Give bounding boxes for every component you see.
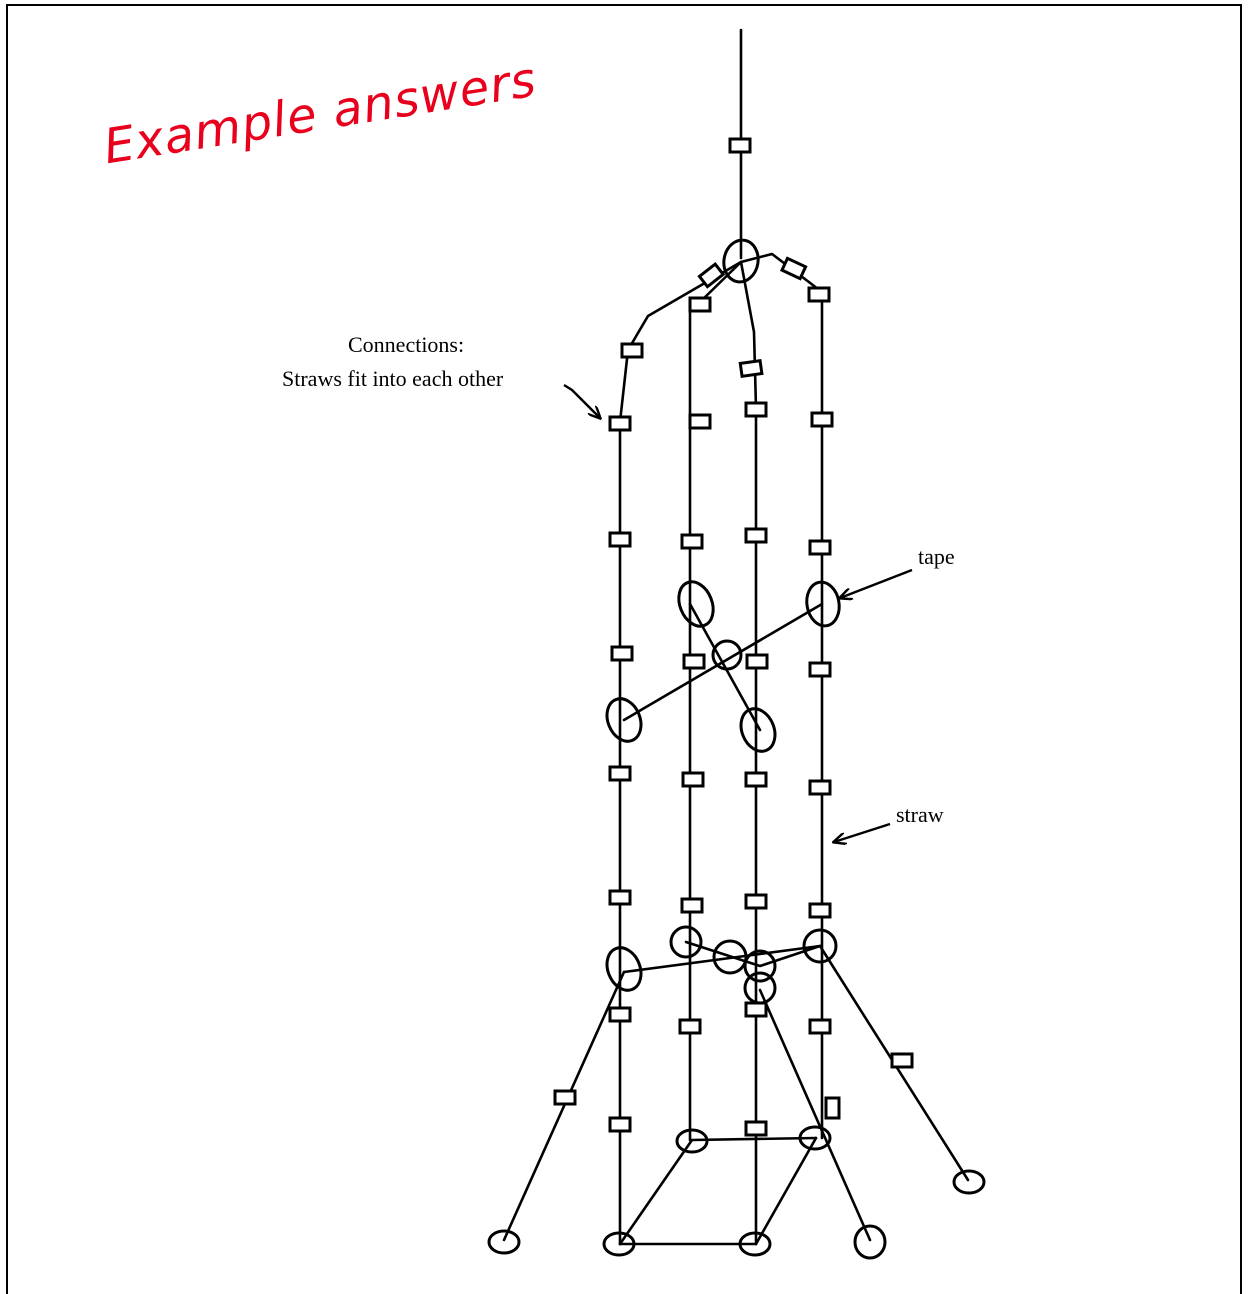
connector (608, 531, 632, 548)
connector (810, 411, 834, 428)
base-right-straw (754, 1136, 818, 1246)
tape-joint (669, 925, 703, 959)
lower-brace-b-straw (684, 940, 822, 968)
connections-arrow (563, 383, 600, 418)
lower-brace-a-straw (622, 944, 822, 974)
tape-joint (802, 928, 838, 964)
connector (808, 902, 832, 919)
tape-joint (487, 1229, 521, 1255)
connector (682, 653, 706, 670)
connector (744, 401, 768, 418)
tape-joint (743, 949, 777, 983)
connector (744, 893, 768, 910)
figure-frame (6, 4, 1242, 1294)
connector (738, 358, 764, 379)
tape-joint (605, 697, 643, 743)
connector (744, 771, 768, 788)
top-left-link-straw (618, 260, 743, 424)
tape-arrow (840, 568, 913, 598)
top-mid-left-link-straw (698, 260, 743, 304)
tape-joint (677, 580, 715, 628)
connector (808, 661, 832, 678)
connector (678, 1018, 702, 1035)
straw-label: straw (896, 802, 944, 827)
tape-joint (675, 1128, 709, 1154)
tape-joint (605, 946, 643, 992)
connector (608, 415, 632, 432)
base-back-straw (690, 1136, 818, 1142)
connector (608, 765, 632, 782)
tape-joint (602, 1231, 636, 1257)
tape-joint (805, 580, 841, 628)
connector (808, 779, 832, 796)
connector (608, 1006, 632, 1023)
connector (807, 286, 831, 303)
tape-label: tape (918, 544, 955, 569)
tape-joint (738, 1231, 772, 1257)
connector (745, 653, 769, 670)
connector (744, 1001, 768, 1018)
connector (824, 1096, 841, 1120)
tape-joint (743, 971, 777, 1005)
base-left-straw (618, 1138, 694, 1246)
connector (680, 533, 704, 550)
leg-middle-straw (758, 988, 872, 1242)
tape-joint (798, 1125, 832, 1151)
connector (688, 296, 712, 313)
tape-joint (711, 639, 743, 671)
top-mid-right-link-straw (739, 260, 758, 410)
connector (610, 645, 634, 662)
connections-label-line2: Straws fit into each other (282, 366, 504, 391)
tape-joint (712, 939, 748, 975)
connector (608, 889, 632, 906)
connector (681, 771, 705, 788)
connector (890, 1052, 914, 1069)
connector (697, 262, 726, 289)
tape-joint (853, 1224, 887, 1260)
connector (608, 1116, 632, 1133)
connector (620, 342, 644, 359)
connector (688, 413, 712, 430)
tape-joint (722, 238, 760, 284)
connector (779, 256, 808, 281)
connector (744, 527, 768, 544)
connector (728, 137, 752, 154)
tape-joint (739, 707, 777, 753)
connector (553, 1089, 577, 1106)
tape-joints (487, 238, 986, 1260)
top-right-link-straw (739, 252, 824, 294)
connector (808, 539, 832, 556)
leg-left-straw (502, 970, 626, 1242)
connections-label-line1: Connections: (348, 332, 465, 357)
label-arrows (563, 383, 913, 842)
straw-connectors (553, 137, 914, 1137)
connector (680, 897, 704, 914)
tape-joint (952, 1169, 986, 1195)
connector (744, 1120, 768, 1137)
straw-arrow (834, 822, 891, 842)
connector (808, 1018, 832, 1035)
